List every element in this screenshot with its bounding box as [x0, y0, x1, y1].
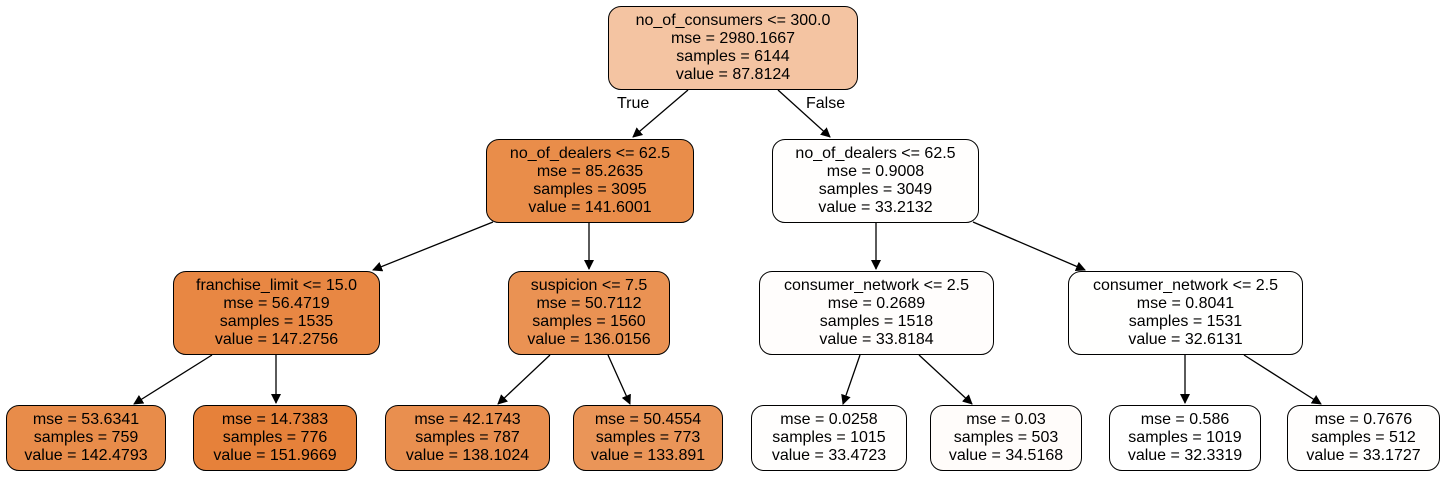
node-text-line: value = 147.2756 — [214, 331, 339, 348]
node-text-line: samples = 3049 — [818, 181, 933, 198]
node-text-line: samples = 773 — [595, 429, 701, 446]
edge-label-true: True — [617, 95, 650, 112]
edge-arrow — [972, 221, 1086, 272]
node-text-line: samples = 1535 — [219, 313, 334, 330]
node-text-line: consumer_network <= 2.5 — [1093, 277, 1278, 294]
node-text-line: suspicion <= 7.5 — [530, 277, 648, 294]
node-text-line: samples = 1518 — [819, 313, 934, 330]
node-text-line: samples = 787 — [415, 429, 520, 446]
node-text-line: value = 32.3319 — [1127, 447, 1243, 464]
node-text-line: franchise_limit <= 15.0 — [196, 277, 357, 294]
edge-arrow — [918, 354, 973, 405]
edge-arrow — [497, 354, 551, 405]
node-text-line: samples = 1560 — [532, 313, 646, 330]
node-text-line: no_of_dealers <= 62.5 — [795, 145, 956, 162]
edge-arrow — [133, 354, 213, 405]
node-text-line: value = 33.8184 — [819, 331, 934, 348]
node-text-line: mse = 85.2635 — [536, 163, 644, 180]
node-text-line: mse = 0.9008 — [826, 163, 925, 180]
node-text-line: value = 133.891 — [590, 447, 706, 464]
node-text-line: value = 32.6131 — [1128, 331, 1243, 348]
edge-arrow — [607, 354, 631, 405]
node-text-line: mse = 50.7112 — [536, 295, 642, 312]
node-text-line: value = 136.0156 — [527, 331, 651, 348]
node-text-line: mse = 0.586 — [1140, 411, 1230, 428]
node-text-line: value = 142.4793 — [24, 447, 148, 464]
node-text-line: samples = 6144 — [676, 48, 790, 65]
node-text-line: samples = 512 — [1311, 429, 1416, 446]
node-text-line: value = 33.2132 — [818, 199, 933, 216]
node-text-line: no_of_consumers <= 300.0 — [635, 12, 831, 29]
node-text-line: mse = 56.4719 — [223, 295, 330, 312]
node-text-line: value = 151.9669 — [213, 447, 337, 464]
node-text-line: mse = 0.8041 — [1136, 295, 1235, 312]
node-text-line: value = 138.1024 — [405, 447, 530, 464]
edge-arrow — [1243, 354, 1322, 405]
edge-label-false: False — [806, 95, 846, 112]
node-text-line: samples = 776 — [222, 429, 328, 446]
edges-group — [133, 89, 1322, 405]
edge-arrow — [777, 89, 831, 138]
node-text-line: samples = 1015 — [772, 429, 886, 446]
node-text-line: mse = 14.7383 — [221, 411, 329, 428]
node-text-line: samples = 759 — [33, 429, 139, 446]
node-text-line: value = 87.8124 — [675, 66, 791, 83]
node-text-line: value = 141.6001 — [528, 199, 652, 216]
node-text-line: samples = 1019 — [1128, 429, 1242, 446]
node-text-line: mse = 2980.1667 — [670, 30, 796, 47]
node-text-line: value = 33.1727 — [1306, 447, 1421, 464]
node-text-line: mse = 42.1743 — [414, 411, 521, 428]
node-text-line: samples = 3095 — [533, 181, 647, 198]
node-text-line: mse = 50.4554 — [594, 411, 702, 428]
node-text-line: mse = 0.03 — [966, 411, 1046, 428]
edge-arrow — [632, 89, 689, 138]
node-text-line: mse = 0.2689 — [827, 295, 926, 312]
node-text-line: samples = 503 — [953, 429, 1059, 446]
edge-arrow — [841, 354, 861, 405]
node-text-line: mse = 0.0258 — [780, 411, 878, 428]
node-text-line: no_of_dealers <= 62.5 — [509, 145, 671, 162]
node-text-line: samples = 1531 — [1128, 313, 1243, 330]
node-text-line: consumer_network <= 2.5 — [784, 277, 969, 294]
node-text-line: mse = 53.6341 — [32, 411, 140, 428]
edge-arrow — [372, 221, 494, 272]
node-text-line: value = 34.5168 — [948, 447, 1064, 464]
node-text-line: value = 33.4723 — [771, 447, 887, 464]
node-text-line: mse = 0.7676 — [1314, 411, 1413, 428]
